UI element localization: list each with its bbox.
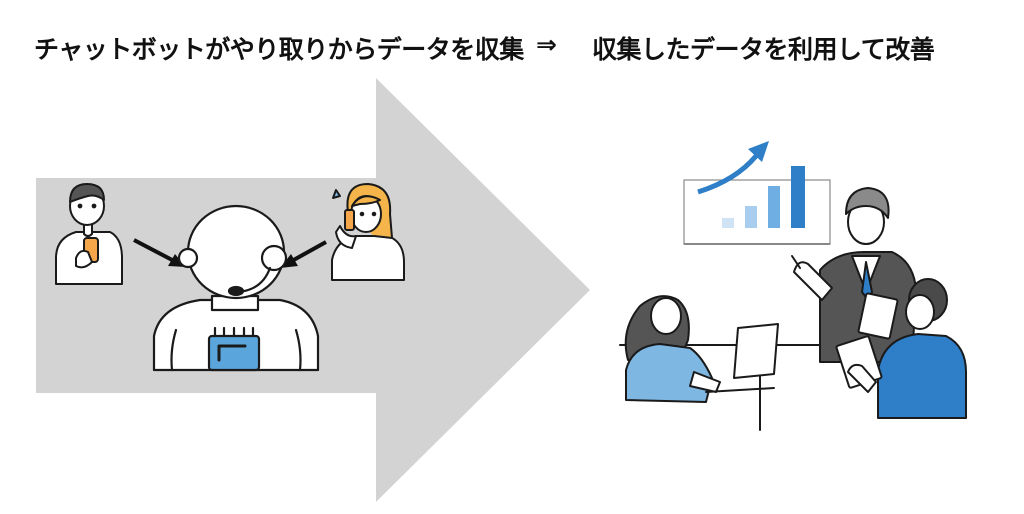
user-with-smartphone-icon: [55, 183, 123, 285]
user-on-phone-call-icon: [331, 183, 405, 281]
growth-chart-board-icon: [683, 141, 831, 245]
caption: チャットボットがやり取りからデータを収集 ⇒ 収集したデータを利用して改善: [0, 30, 1024, 70]
caption-arrow: ⇒: [536, 30, 557, 59]
caption-right: 収集したデータを利用して改善: [592, 35, 935, 64]
robot-chatbot-icon: [152, 204, 320, 372]
flow-arrow: [36, 78, 590, 502]
business-meeting-icon: [619, 187, 967, 431]
caption-left: チャットボットがやり取りからデータを収集: [34, 35, 524, 64]
